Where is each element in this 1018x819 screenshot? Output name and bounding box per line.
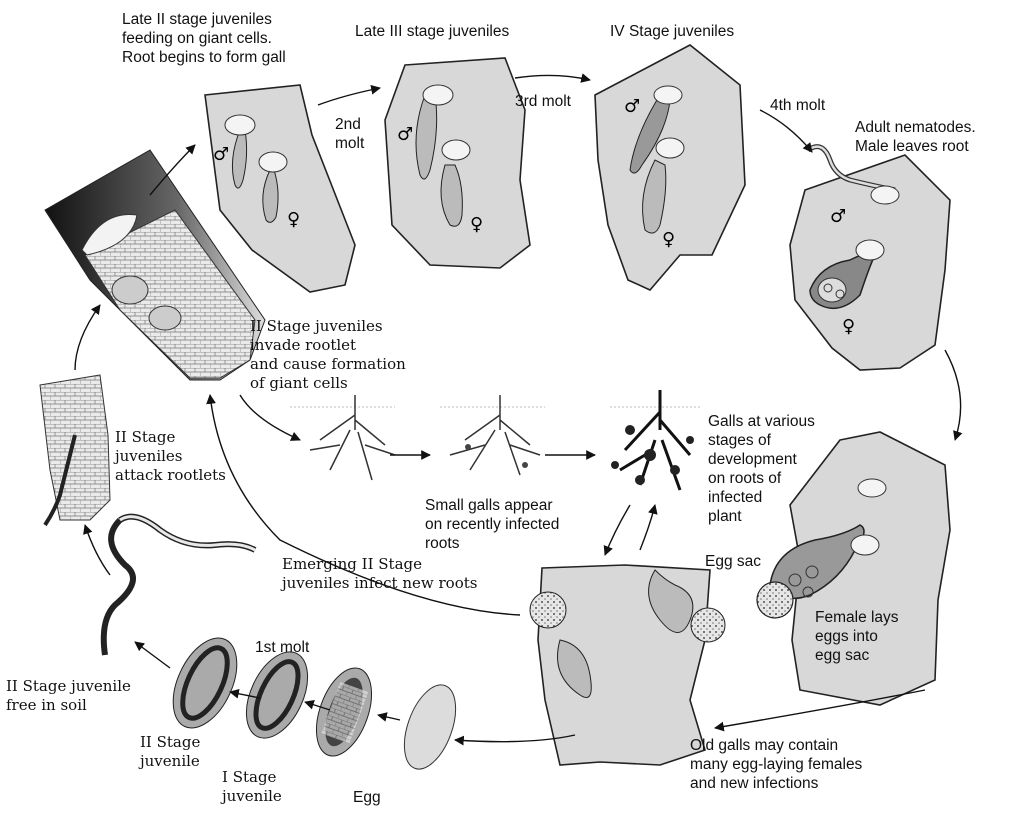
label-emerging-juveniles: Emerging II Stage juveniles infect new r… xyxy=(282,555,477,593)
label-old-galls: Old galls may contain many egg-laying fe… xyxy=(690,736,862,793)
male-symbol: ♂ xyxy=(830,206,846,227)
label-egg: Egg xyxy=(353,788,381,807)
female-symbol: ♀ xyxy=(470,214,483,235)
label-4th-molt: 4th molt xyxy=(770,96,825,115)
ii-stage-juvenile-egg-2 xyxy=(160,628,250,738)
gall-adult-panel: ♂ ♀ xyxy=(790,147,950,370)
label-iv-stage-juveniles: IV Stage juveniles xyxy=(610,22,734,41)
gall-iv-stage-panel: ♂ ♀ xyxy=(595,45,745,290)
label-late-iii-juveniles: Late III stage juveniles xyxy=(355,22,509,41)
root-system-heavily-galled xyxy=(610,390,700,490)
free-juvenile-worm xyxy=(104,520,133,655)
label-egg-sac: Egg sac xyxy=(705,552,761,571)
female-symbol: ♀ xyxy=(842,316,855,337)
female-symbol: ♀ xyxy=(287,209,300,230)
label-1st-molt: 1st molt xyxy=(255,638,309,657)
i-stage-juvenile-egg xyxy=(306,661,383,764)
label-free-in-soil: II Stage juvenile free in soil xyxy=(6,677,131,715)
egg-sac-mass xyxy=(757,582,793,618)
gall-late-ii-panel: ♂ ♀ xyxy=(205,85,355,292)
label-3rd-molt: 3rd molt xyxy=(515,92,571,111)
male-symbol: ♂ xyxy=(397,124,413,145)
old-gall-panel xyxy=(530,565,725,765)
egg-sac-mass xyxy=(691,608,725,642)
label-2nd-molt: 2nd molt xyxy=(335,115,364,153)
male-symbol: ♂ xyxy=(213,144,229,165)
label-galls-various-stages: Galls at various stages of development o… xyxy=(708,412,815,526)
label-attack-rootlets: II Stage juveniles attack rootlets xyxy=(115,428,226,485)
label-i-stage-juvenile: I Stage juvenile xyxy=(222,768,282,806)
label-small-galls: Small galls appear on recently infected … xyxy=(425,496,559,553)
label-adult-nematodes: Adult nematodes. Male leaves root xyxy=(855,118,976,156)
root-system-small-galls xyxy=(290,395,395,480)
gall-late-iii-panel: ♂ ♀ xyxy=(385,58,530,268)
male-symbol: ♂ xyxy=(624,96,640,117)
label-late-ii-juveniles: Late II stage juveniles feeding on giant… xyxy=(122,10,286,67)
root-system-galls-appearing xyxy=(440,395,545,475)
egg-cell xyxy=(394,678,465,776)
egg-sac-mass xyxy=(530,592,566,628)
label-invade-rootlet: II Stage juveniles invade rootlet and ca… xyxy=(250,317,406,393)
label-female-lays-eggs: Female lays eggs into egg sac xyxy=(815,608,899,665)
female-symbol: ♀ xyxy=(662,229,675,250)
rootlet-attacked xyxy=(40,375,110,525)
label-ii-stage-juvenile: II Stage juvenile xyxy=(140,733,200,771)
